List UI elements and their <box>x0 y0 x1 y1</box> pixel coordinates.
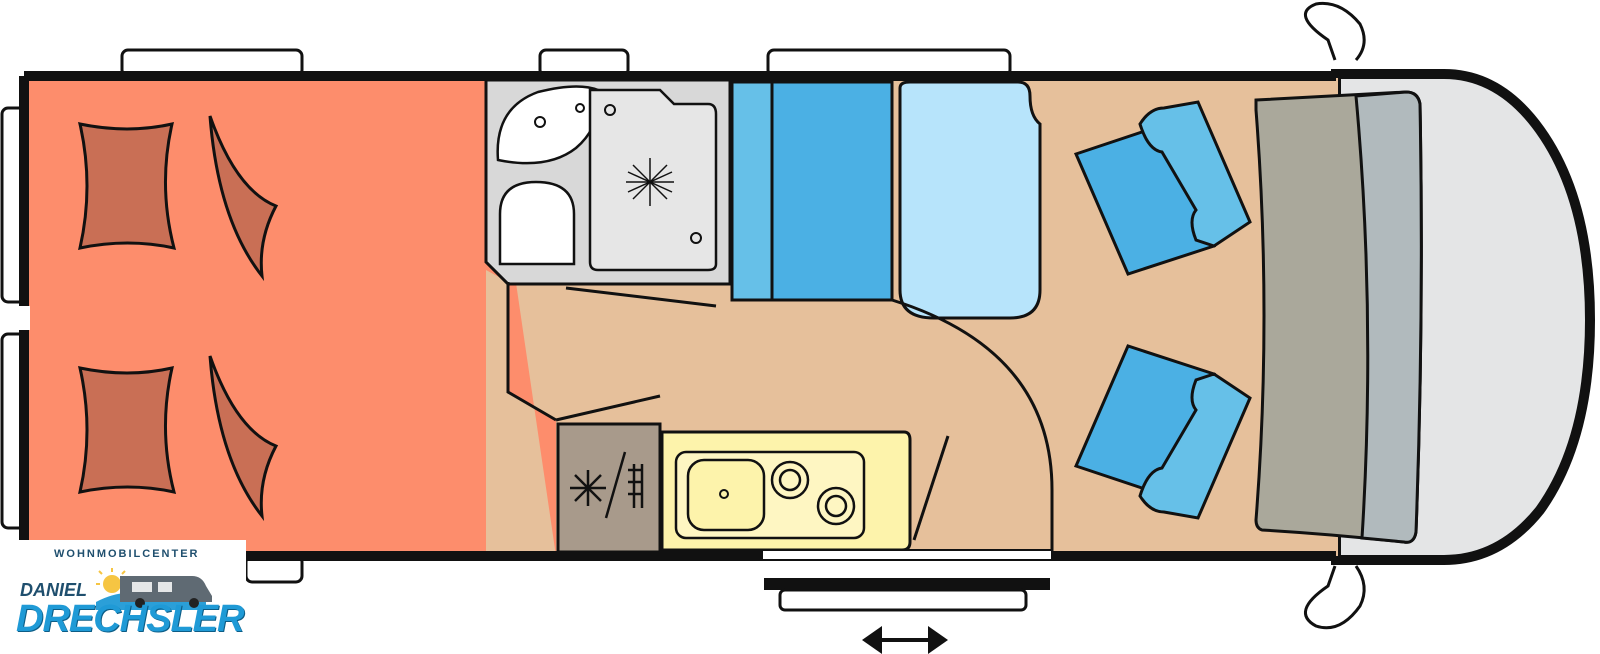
snowflake-icon <box>570 470 606 506</box>
outer-wall <box>19 71 1336 561</box>
sink-drain-a <box>534 116 546 128</box>
logo-last-name: DRECHSLER <box>16 598 244 640</box>
entry-threshold <box>761 549 1053 561</box>
roof-windows-top <box>120 48 1012 78</box>
logo-subtitle: WOHNMOBILCENTER <box>54 548 200 560</box>
company-logo: WOHNMOBILCENTER DANIEL DRECHSLER <box>16 540 246 652</box>
pillow-lower-angled <box>208 355 279 522</box>
windshield <box>1354 90 1423 544</box>
sliding-door-track <box>764 578 1050 590</box>
wardrobe-light <box>730 80 774 302</box>
sun-icon <box>96 568 126 593</box>
dinette-table <box>898 80 1042 320</box>
shower-drain-icon <box>626 158 674 206</box>
logo-first-name: DANIEL <box>20 580 87 600</box>
cab-seat-driver <box>1073 100 1252 276</box>
pillow-upper-angled <box>208 115 279 282</box>
logo-graphic <box>96 568 212 610</box>
double-arrow-icon <box>862 626 948 654</box>
motorhome-icon <box>120 576 212 608</box>
mirror-top <box>1304 1 1366 61</box>
shower-knob-top <box>604 104 616 116</box>
bench-seat <box>770 80 894 302</box>
kitchen-sink <box>686 458 766 532</box>
cab-seat-passenger <box>1073 344 1252 520</box>
sink-drain-b <box>575 103 585 113</box>
toilet <box>498 180 576 266</box>
floor-partition-lines <box>506 282 1054 556</box>
pillow-upper-flat <box>78 122 177 250</box>
fridge-vent <box>604 451 644 519</box>
sliding-door-step <box>778 588 1028 612</box>
sink-drain <box>719 489 729 499</box>
pillow-lower-flat <box>78 366 177 494</box>
pillows <box>78 115 279 522</box>
mirror-bottom <box>1304 565 1366 630</box>
stove-burners <box>770 460 856 526</box>
shower-knob-bottom <box>690 232 702 244</box>
